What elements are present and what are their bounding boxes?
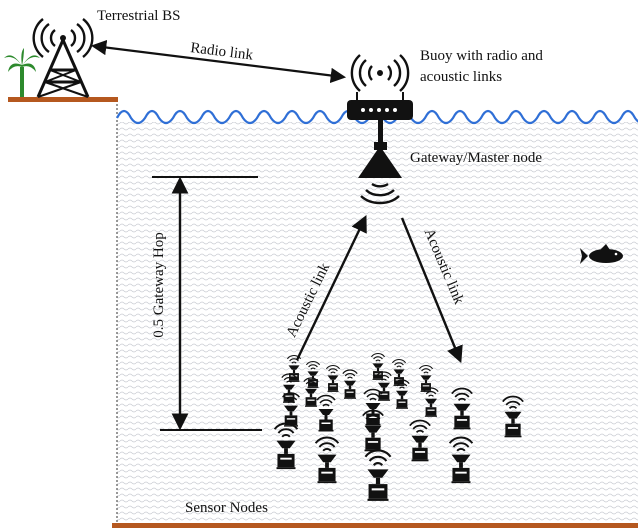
acoustic-link-down-arrow	[400, 217, 463, 364]
sensor-node-icon	[418, 365, 434, 392]
sensor-node-icon	[451, 387, 473, 430]
sensor-node-icon	[273, 422, 299, 470]
palm-tree-icon	[4, 48, 40, 97]
tower-icon	[32, 18, 94, 98]
buoy-label-line1: Buoy with radio and	[420, 48, 543, 64]
sensor-node-icon	[282, 392, 300, 427]
radio-link-arrow	[90, 39, 347, 84]
sensor-node-icon	[502, 395, 524, 438]
sensor-node-icon	[376, 371, 392, 401]
acoustic-link-up-arrow	[295, 214, 367, 361]
sea-floor	[112, 523, 638, 528]
sensor-node-icon	[325, 365, 341, 392]
sensor-nodes-group	[273, 353, 524, 501]
buoy-label-line2: acoustic links	[420, 69, 502, 85]
hop-label: 0.5 Gateway Hop	[151, 232, 167, 337]
sensor-node-icon	[362, 409, 384, 452]
land-ground	[8, 97, 118, 102]
sensor-nodes-label: Sensor Nodes	[185, 500, 268, 516]
buoy-label: Buoy with radio and acoustic links	[420, 48, 547, 85]
sensor-node-icon	[409, 419, 431, 462]
sensor-node-icon	[314, 436, 340, 484]
gateway-icon	[358, 120, 402, 205]
buoy-icon	[347, 54, 413, 120]
sensor-node-icon	[303, 377, 319, 407]
gateway-label: Gateway/Master node	[410, 150, 542, 166]
sensor-node-icon	[364, 449, 392, 501]
sensor-node-icon	[342, 369, 358, 399]
sensor-node-icon	[316, 394, 336, 432]
terrestrial-bs-label: Terrestrial BS	[97, 8, 181, 24]
fish-icon	[580, 244, 623, 264]
sensor-node-icon	[394, 379, 410, 409]
sensor-node-icon	[423, 387, 439, 417]
radio-link-label: Radio link	[190, 40, 255, 64]
sensor-node-icon	[448, 436, 474, 484]
